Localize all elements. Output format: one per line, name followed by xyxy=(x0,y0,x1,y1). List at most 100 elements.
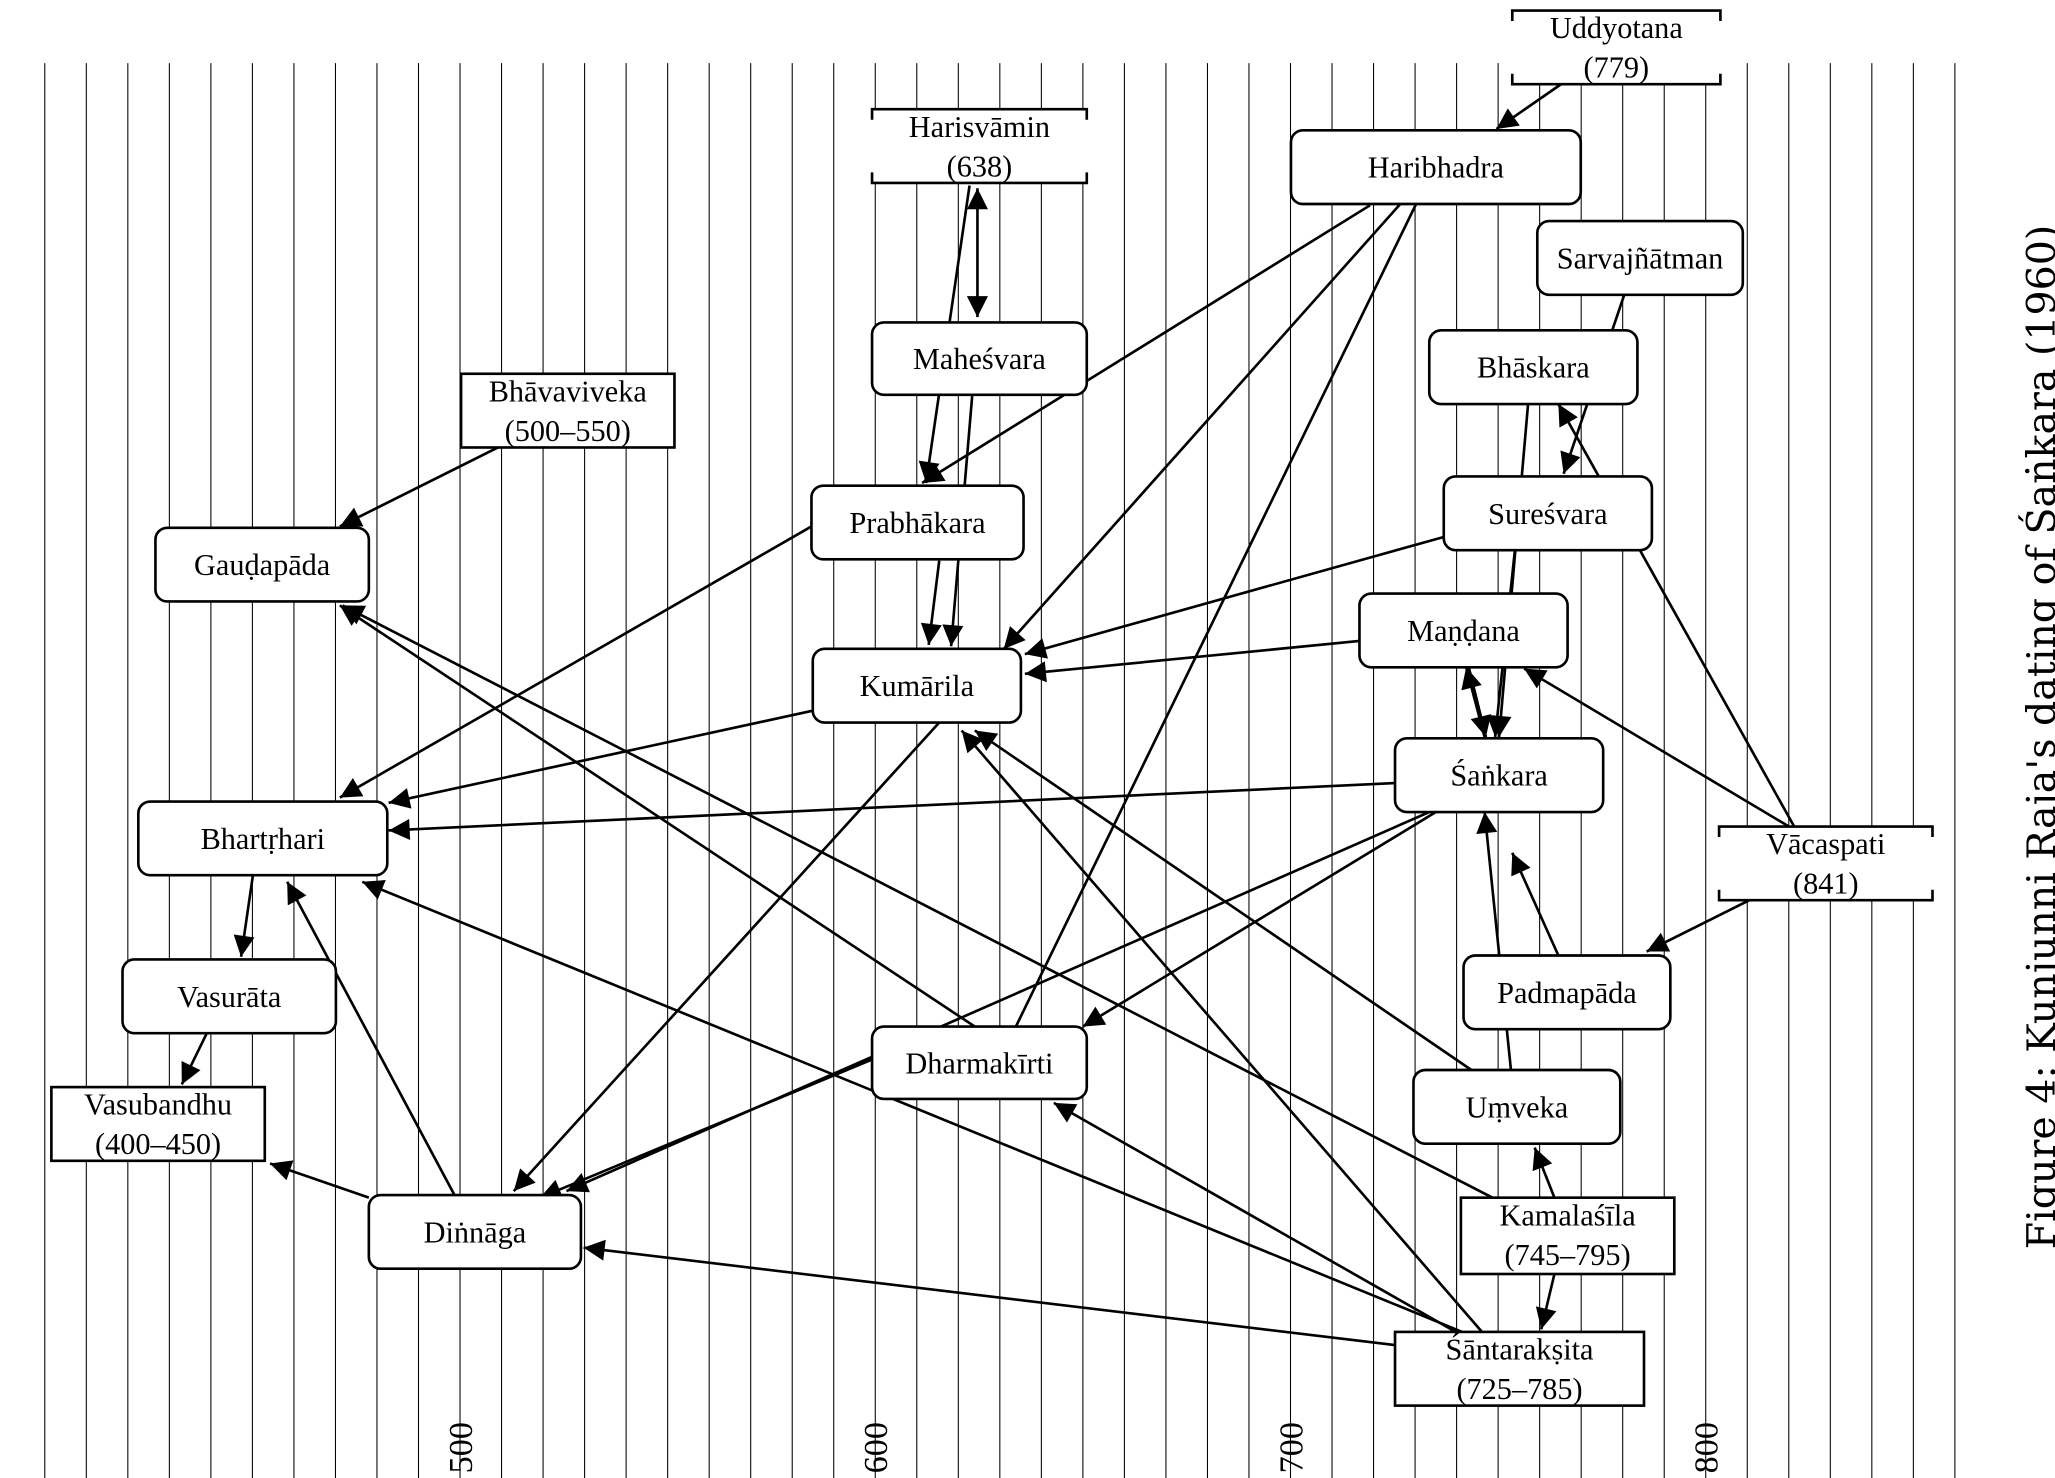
node-kamalasila: Kamalaśīla (745–795) xyxy=(1459,1196,1676,1276)
edge-kamalasila-to-santaraksita xyxy=(1535,1273,1557,1330)
edge-umveka-to-kumarila xyxy=(974,729,1473,1072)
node-mandana: Maṇḍana xyxy=(1358,592,1569,669)
node-haribhadra: Haribhadra xyxy=(1289,128,1583,206)
node-prabhakara: Prabhākara xyxy=(810,484,1025,561)
node-name: Kamalaśīla xyxy=(1499,1198,1636,1232)
node-frame xyxy=(1459,1196,1676,1276)
edge-bhavaviveka-to-gaudapada xyxy=(339,446,499,528)
node-frame xyxy=(870,321,1089,397)
node-name: Maṇḍana xyxy=(1407,614,1520,648)
node-frame xyxy=(811,647,1023,724)
node-vacaspati: Vācaspati (841) xyxy=(1717,825,1934,902)
node-name: Kumārila xyxy=(860,669,975,703)
node-bhartrhari: Bhartṛhari xyxy=(136,800,389,877)
edges xyxy=(180,83,1796,1347)
edge-vasurata-to-vasubandhu xyxy=(180,1032,209,1086)
node-frame xyxy=(50,1085,267,1163)
edge-prabhakara-to-kumarila xyxy=(920,560,942,646)
node-name: Diṅnāga xyxy=(424,1215,527,1249)
node-name: Vasurāta xyxy=(177,980,282,1014)
node-sarvajnatman: Sarvajñātman xyxy=(1535,219,1745,297)
node-name: Haribhadra xyxy=(1368,151,1505,185)
node-date: (779) xyxy=(1584,51,1650,85)
node-name: Śāntarakṣita xyxy=(1446,1333,1595,1367)
node-frame xyxy=(154,526,371,603)
edge-santaraksita-to-bhartrhari xyxy=(361,880,1463,1334)
node-suresvara: Sureśvara xyxy=(1442,475,1654,552)
node-padmapada: Padmapāda xyxy=(1462,954,1672,1031)
edge-uddyotana-to-haribhadra xyxy=(1495,83,1562,131)
node-bhavaviveka: Bhāvaviveka (500–550) xyxy=(459,372,676,449)
node-frame xyxy=(1358,592,1569,669)
node-frame xyxy=(1393,737,1605,814)
node-frame xyxy=(1442,475,1654,552)
node-sankara: Śaṅkara xyxy=(1393,737,1605,814)
edge-dinnaga-to-bhartrhari xyxy=(286,881,456,1196)
node-frame xyxy=(367,1193,583,1271)
node-name: Uddyotana xyxy=(1550,11,1683,45)
edge-padmapada-to-sankara xyxy=(1511,852,1560,957)
node-frame xyxy=(1393,1330,1646,1407)
year-tick-label: 700 xyxy=(1272,1422,1310,1473)
node-name: Bhāvaviveka xyxy=(489,374,648,408)
node-date: (638) xyxy=(947,149,1013,183)
node-dharmakirti: Dharmakīrti xyxy=(870,1025,1089,1101)
edge-vacaspati-to-mandana xyxy=(1523,667,1790,828)
node-frame xyxy=(1289,128,1583,206)
node-date: (500–550) xyxy=(505,414,631,448)
node-frame xyxy=(1427,329,1639,406)
edge-sankara-to-dharmakirti xyxy=(1082,810,1437,1028)
year-tick-label: 600 xyxy=(857,1422,895,1473)
node-kumarila: Kumārila xyxy=(811,647,1023,724)
edge-prabhakara-to-bhartrhari xyxy=(339,525,813,799)
edge-dinnaga-to-vasubandhu xyxy=(269,1160,370,1199)
year-tick-label: 800 xyxy=(1688,1422,1726,1473)
node-uddyotana: Uddyotana (779) xyxy=(1510,9,1722,86)
node-name: Bhartṛhari xyxy=(201,822,325,856)
edge-sankara-to-mandana xyxy=(1461,666,1486,738)
node-frame xyxy=(459,372,676,449)
node-gaudapada: Gauḍapāda xyxy=(154,526,371,603)
edge-santaraksita-to-dharmakirti xyxy=(1053,1101,1457,1334)
node-date: (400–450) xyxy=(95,1127,221,1161)
node-frame xyxy=(1412,1068,1622,1146)
edge-haribhadra-to-dharmakirti xyxy=(999,203,1418,1058)
edge-santaraksita-to-dinnaga xyxy=(583,1239,1396,1347)
figure-caption: Figure 4: Kunjunni Raja's dating of Śaṅk… xyxy=(2018,225,2055,1250)
edge-suresvara-to-kumarila xyxy=(1024,535,1445,659)
node-name: Prabhākara xyxy=(849,506,986,540)
node-umveka: Uṃveka xyxy=(1412,1068,1622,1146)
edge-kumarila-to-bhartrhari xyxy=(388,709,814,809)
edge-santaraksita-to-kumarila xyxy=(960,729,1483,1333)
node-harisvamin: Harisvāmin (638) xyxy=(870,107,1089,185)
node-name: Padmapāda xyxy=(1497,976,1637,1010)
node-mahesvara: Maheśvara xyxy=(870,321,1089,397)
node-name: Harisvāmin xyxy=(909,110,1050,144)
bracket-frame xyxy=(1510,9,1722,86)
edge-dharmakirti-to-gaudapada xyxy=(339,604,976,1028)
node-bhaskara: Bhāskara xyxy=(1427,329,1639,406)
node-frame xyxy=(1535,219,1745,297)
bracket-frame xyxy=(1717,825,1934,902)
node-date: (745–795) xyxy=(1505,1238,1631,1272)
node-frame xyxy=(870,1025,1089,1101)
bracket-frame xyxy=(870,107,1089,185)
node-name: Vācaspati xyxy=(1766,827,1885,861)
node-dinnaga: Diṅnāga xyxy=(367,1193,583,1271)
edge-vacaspati-to-padmapada xyxy=(1646,899,1750,953)
node-name: Sureśvara xyxy=(1488,497,1608,531)
edge-kamalasila-to-gaudapada xyxy=(341,604,1494,1199)
node-santaraksita: Śāntarakṣita (725–785) xyxy=(1393,1330,1646,1407)
node-frame xyxy=(1462,954,1672,1031)
edge-vacaspati-to-bhaskara xyxy=(1557,403,1796,828)
node-name: Vasubandhu xyxy=(84,1088,232,1122)
nodes: Uddyotana (779) Harisvāmin (638) HaribhadraS… xyxy=(50,9,1934,1407)
node-date: (841) xyxy=(1793,867,1859,901)
node-frame xyxy=(136,800,389,877)
node-date: (725–785) xyxy=(1456,1372,1582,1406)
edge-kumarila-to-dinnaga xyxy=(512,721,941,1192)
node-vasubandhu: Vasubandhu (400–450) xyxy=(50,1085,267,1163)
node-name: Śaṅkara xyxy=(1450,759,1548,793)
node-name: Uṃveka xyxy=(1466,1090,1569,1124)
